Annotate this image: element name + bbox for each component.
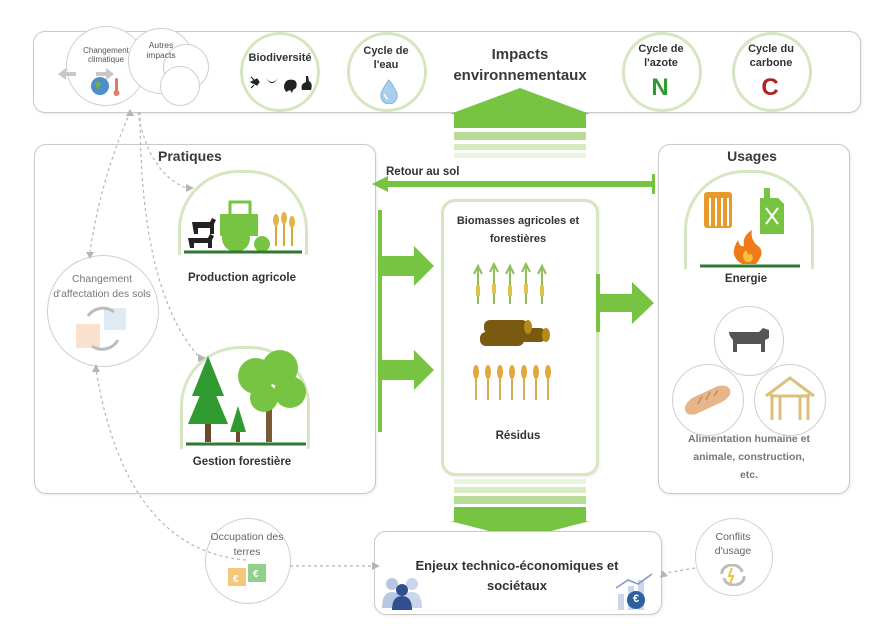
house-frame-icon <box>765 376 815 420</box>
usage-conflicts-bubble <box>695 518 773 596</box>
other-impacts-label: Autres impacts <box>146 40 176 60</box>
biomass-to-usages-arrow-icon <box>596 274 654 332</box>
carbon-cycle-bubble <box>732 32 812 112</box>
forest-trees-icon <box>186 350 306 446</box>
land-cost-icon: € € <box>228 564 266 586</box>
land-use-change-label: Changement d'affectation des sols <box>53 273 151 300</box>
socio-economic-panel <box>374 531 662 615</box>
environmental-impacts-title: Impacts environnementaux <box>453 46 587 84</box>
land-use-change-icon <box>76 306 126 351</box>
tractor-livestock-icon <box>184 200 302 254</box>
carbon-cycle-label: Cycle du carbone <box>748 43 794 69</box>
animals-icon <box>249 76 312 93</box>
economy-chart-icon <box>615 573 653 610</box>
socio-economic-label: Enjeux technico-économiques et sociétaux <box>415 558 619 593</box>
bread-bubble <box>672 364 744 436</box>
nitrogen-cycle-label: Cycle de l'azote <box>638 43 684 69</box>
climate-change-label: Changement climatique <box>83 46 129 64</box>
carbon-symbol: C <box>761 74 779 101</box>
svg-text:€: € <box>233 574 239 585</box>
nitrogen-symbol: N <box>651 74 669 101</box>
energy-label: Energie <box>724 273 768 285</box>
euro-symbol: € <box>632 593 640 605</box>
biodiversity-label: Biodiversité <box>248 52 312 64</box>
people-icon <box>382 578 422 610</box>
practices-to-biomass-arrows-icon <box>378 210 434 432</box>
food-construction-label: Alimentation humaine et animale, constru… <box>688 433 810 481</box>
usages-title: Usages <box>727 148 777 164</box>
residues-label: Résidus <box>495 430 541 442</box>
conflict-cycle-icon <box>720 564 746 586</box>
svg-text:€: € <box>253 569 259 580</box>
energy-icons <box>700 188 800 268</box>
crops-logs-grain-icon <box>473 261 551 400</box>
agricultural-production-label: Production agricole <box>188 272 296 284</box>
construction-bubble <box>754 364 826 436</box>
bread-icon <box>684 385 731 415</box>
biodiversity-bubble <box>240 32 320 112</box>
biomass-label: Biomasses agricoles et forestières <box>456 215 580 245</box>
water-drop-icon <box>380 79 398 104</box>
globe-icon <box>58 68 120 96</box>
nitrogen-cycle-bubble <box>622 32 702 112</box>
down-arrow-icon <box>450 479 590 539</box>
return-to-soil-label: Retour au sol <box>386 166 460 178</box>
up-arrow-icon <box>450 88 590 158</box>
land-occupation-bubble <box>205 518 291 604</box>
return-to-soil-arrow-icon <box>372 174 655 194</box>
cloud-small-bubble-2 <box>160 66 200 106</box>
cow-icon <box>729 328 769 352</box>
usage-conflicts-label: Conflits d'usage <box>714 531 752 557</box>
water-cycle-label: Cycle de l'eau <box>363 45 409 71</box>
forest-management-label: Gestion forestière <box>192 456 292 468</box>
land-occupation-label: Occupation des terres <box>210 531 284 558</box>
practices-title: Pratiques <box>158 148 222 164</box>
